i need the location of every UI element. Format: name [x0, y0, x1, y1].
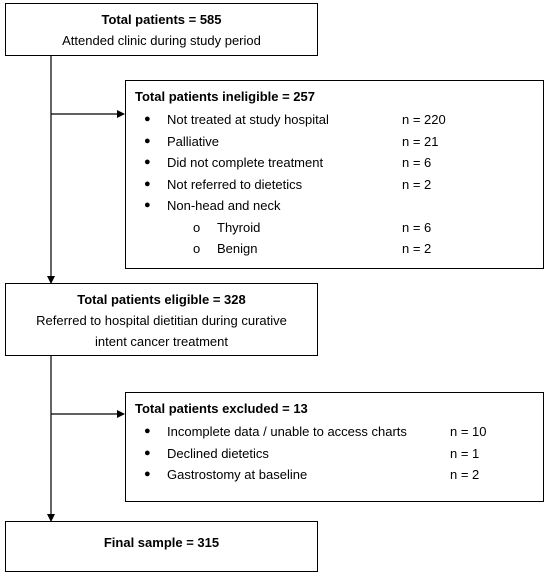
item-value: n = 220 — [402, 112, 446, 127]
excluded-title: Total patients excluded = 13 — [135, 401, 308, 416]
item-label: Palliative — [167, 133, 220, 149]
ineligible-title: Total patients ineligible = 257 — [135, 89, 316, 104]
circle-bullet-icon: o — [193, 219, 201, 235]
total-patients-title: Total patients = 585 — [101, 12, 222, 27]
item-label: Declined dietetics — [167, 445, 269, 461]
list-item: ● Gastrostomy at baseline n = 2 — [135, 464, 543, 486]
list-item: ● Did not complete treatment n = 6 — [135, 152, 543, 174]
item-value: n = 21 — [402, 133, 439, 149]
item-value: n = 2 — [402, 176, 432, 192]
circle-bullet-icon: o — [193, 241, 201, 256]
bullet-icon: ● — [144, 134, 151, 147]
item-label: Incomplete data / unable to access chart… — [167, 424, 407, 439]
final-sample-title: Final sample = 315 — [103, 535, 220, 550]
bullet-icon: ● — [144, 113, 151, 125]
item-value: n = 1 — [450, 445, 480, 461]
item-label: Not referred to dietetics — [167, 176, 303, 192]
list-item: ● Incomplete data / unable to access cha… — [135, 421, 543, 443]
list-item: ● Declined dietetics n = 1 — [135, 443, 543, 465]
list-subitem: o Thyroid n = 6 — [135, 217, 543, 239]
list-item: ● Not treated at study hospital n = 220 — [135, 109, 543, 131]
list-subitem: o Benign n = 2 — [135, 238, 543, 260]
bullet-icon: ● — [144, 468, 151, 480]
item-value: n = 2 — [450, 467, 480, 482]
subitem-value: n = 2 — [402, 241, 432, 256]
item-label: Did not complete treatment — [167, 155, 324, 170]
item-label: Gastrostomy at baseline — [167, 467, 308, 482]
subitem-label: Benign — [217, 241, 258, 256]
excluded-box: Total patients excluded = 13 ● Incomplet… — [125, 392, 544, 502]
eligible-line-2: intent cancer treatment — [95, 334, 228, 349]
item-value: n = 10 — [450, 424, 487, 439]
bullet-icon: ● — [144, 156, 151, 168]
list-item: ● Palliative n = 21 — [135, 131, 543, 153]
item-value: n = 6 — [402, 155, 432, 170]
list-item: ● Not referred to dietetics n = 2 — [135, 174, 543, 196]
total-patients-box: Total patients = 585 Attended clinic dur… — [5, 3, 318, 56]
list-item: ● Non-head and neck — [135, 195, 543, 217]
ineligible-box: Total patients ineligible = 257 ● Not tr… — [125, 80, 544, 269]
bullet-icon: ● — [144, 425, 151, 437]
eligible-box: Total patients eligible = 328 Referred t… — [5, 283, 318, 356]
bullet-icon: ● — [144, 199, 151, 211]
eligible-line-1: Referred to hospital dietitian during cu… — [36, 313, 287, 328]
bullet-icon: ● — [144, 446, 151, 459]
total-patients-subtitle: Attended clinic during study period — [62, 33, 261, 48]
item-label: Not treated at study hospital — [167, 112, 329, 127]
subitem-value: n = 6 — [402, 219, 432, 235]
subitem-label: Thyroid — [217, 219, 261, 235]
final-sample-box: Final sample = 315 — [5, 521, 318, 572]
item-label: Non-head and neck — [167, 198, 281, 213]
eligible-title: Total patients eligible = 328 — [77, 292, 246, 307]
bullet-icon: ● — [144, 177, 151, 190]
